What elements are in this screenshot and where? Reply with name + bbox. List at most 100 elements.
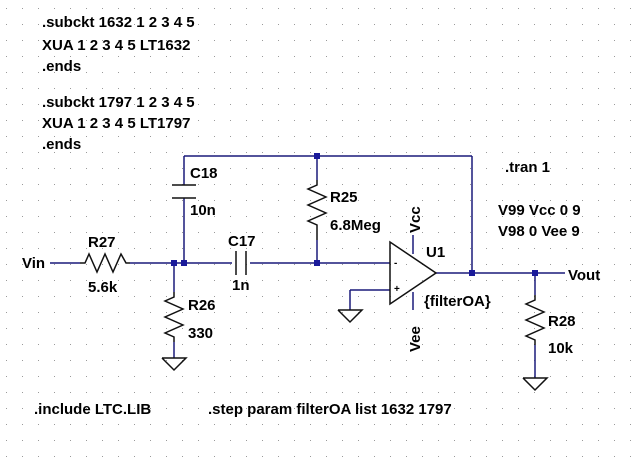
- grid-dot: [422, 456, 423, 457]
- grid-dot: [230, 296, 231, 297]
- grid-dot: [454, 408, 455, 409]
- resistor-r26-symbol[interactable]: [163, 292, 185, 342]
- grid-dot: [342, 152, 343, 153]
- grid-dot: [566, 392, 567, 393]
- grid-dot: [470, 104, 471, 105]
- grid-dot: [406, 88, 407, 89]
- capacitor-c18-symbol[interactable]: [172, 184, 196, 199]
- grid-dot: [486, 344, 487, 345]
- junction-dots: [171, 153, 538, 276]
- grid-dot: [22, 104, 23, 105]
- grid-dot: [534, 40, 535, 41]
- grid-dot: [534, 152, 535, 153]
- grid-dot: [470, 184, 471, 185]
- grid-dot: [54, 152, 55, 153]
- grid-dot: [358, 408, 359, 409]
- grid-dot: [310, 360, 311, 361]
- grid-dot: [134, 344, 135, 345]
- grid-dot: [102, 344, 103, 345]
- grid-dot: [326, 440, 327, 441]
- opamp-u1-symbol[interactable]: - +: [389, 240, 438, 306]
- grid-dot: [166, 424, 167, 425]
- grid-dot: [38, 328, 39, 329]
- grid-dot: [230, 280, 231, 281]
- grid-dot: [102, 168, 103, 169]
- grid-dot: [422, 40, 423, 41]
- grid-dot: [582, 280, 583, 281]
- grid-dot: [310, 120, 311, 121]
- grid-dot: [86, 392, 87, 393]
- grid-dot: [22, 344, 23, 345]
- grid-dot: [534, 56, 535, 57]
- resistor-r25-symbol[interactable]: [306, 180, 328, 240]
- grid-dot: [566, 344, 567, 345]
- grid-dot: [358, 392, 359, 393]
- grid-dot: [502, 328, 503, 329]
- grid-dot: [294, 200, 295, 201]
- grid-dot: [534, 8, 535, 9]
- grid-dot: [294, 376, 295, 377]
- grid-dot: [502, 296, 503, 297]
- grid-dot: [406, 40, 407, 41]
- grid-dot: [278, 328, 279, 329]
- grid-dot: [598, 152, 599, 153]
- grid-dot: [630, 232, 631, 233]
- grid-dot: [582, 264, 583, 265]
- grid-dot: [566, 88, 567, 89]
- grid-dot: [294, 328, 295, 329]
- grid-dot: [598, 88, 599, 89]
- resistor-r27-symbol[interactable]: [80, 252, 130, 274]
- grid-dot: [326, 296, 327, 297]
- grid-dot: [358, 296, 359, 297]
- grid-dot: [502, 24, 503, 25]
- grid-dot: [118, 408, 119, 409]
- resistor-r28-symbol[interactable]: [524, 295, 546, 345]
- directive-source-v98: V98 0 Vee 9: [498, 223, 580, 240]
- grid-dot: [6, 72, 7, 73]
- grid-dot: [438, 232, 439, 233]
- grid-dot: [54, 392, 55, 393]
- grid-dot: [102, 184, 103, 185]
- grid-dot: [118, 136, 119, 137]
- grid-dot: [406, 248, 407, 249]
- grid-dot: [502, 152, 503, 153]
- grid-dot: [6, 424, 7, 425]
- grid-dot: [214, 376, 215, 377]
- grid-dot: [422, 280, 423, 281]
- grid-dot: [614, 120, 615, 121]
- grid-dot: [406, 24, 407, 25]
- grid-dot: [614, 200, 615, 201]
- grid-dot: [342, 424, 343, 425]
- grid-dot: [38, 120, 39, 121]
- grid-dot: [390, 232, 391, 233]
- grid-dot: [118, 280, 119, 281]
- grid-dot: [566, 408, 567, 409]
- capacitor-c17-symbol[interactable]: [235, 251, 247, 275]
- grid-dot: [470, 456, 471, 457]
- grid-dot: [630, 184, 631, 185]
- grid-dot: [342, 136, 343, 137]
- grid-dot: [566, 40, 567, 41]
- grid-dot: [22, 376, 23, 377]
- grid-dot: [582, 328, 583, 329]
- grid-dot: [518, 280, 519, 281]
- grid-dot: [278, 424, 279, 425]
- grid-dot: [134, 232, 135, 233]
- grid-dot: [86, 168, 87, 169]
- grid-dot: [6, 184, 7, 185]
- grid-dot: [630, 136, 631, 137]
- grid-dot: [326, 360, 327, 361]
- grid-dot: [438, 152, 439, 153]
- grid-dot: [454, 72, 455, 73]
- grid-dot: [166, 168, 167, 169]
- grid-dot: [326, 24, 327, 25]
- grid-dot: [582, 248, 583, 249]
- grid-dot: [630, 56, 631, 57]
- grid-dot: [390, 152, 391, 153]
- grid-dot: [390, 376, 391, 377]
- grid-dot: [550, 248, 551, 249]
- grid-dot: [118, 376, 119, 377]
- grid-dot: [230, 72, 231, 73]
- grid-dot: [70, 216, 71, 217]
